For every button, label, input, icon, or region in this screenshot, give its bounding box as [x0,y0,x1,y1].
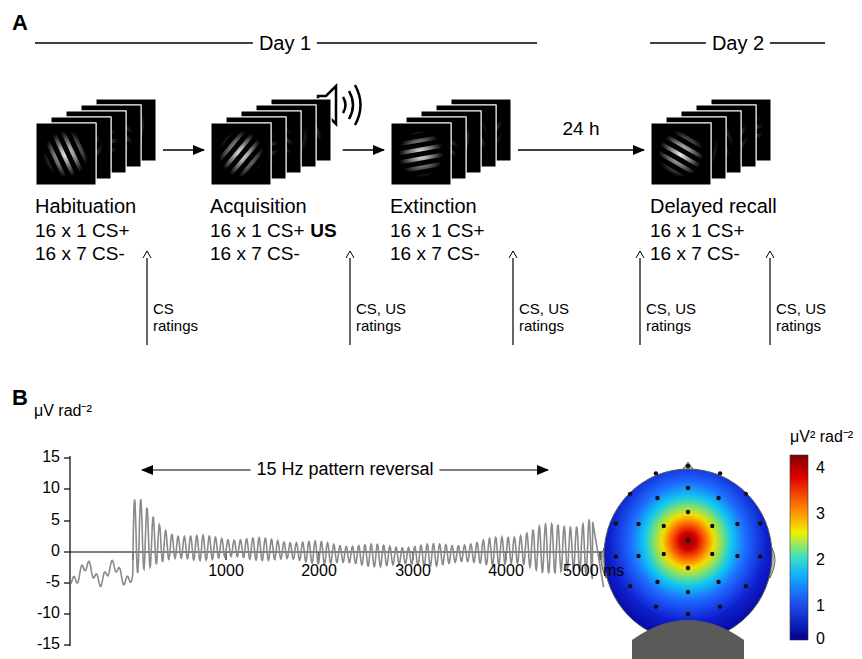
phase-node: Acquisition 16 x 1 CS+US 16 x 7 CS- [210,98,337,265]
label: CS, US ratings [356,300,418,335]
label: 15 Hz pattern reversal [250,459,439,480]
stimulus-stack [35,98,157,190]
trial-count: 16 x 7 CS- [650,243,740,264]
label: CS, US ratings [519,300,581,335]
label: B [12,385,28,410]
label: A [12,10,28,35]
label: 4000 [488,562,524,580]
label: 2 [816,551,825,569]
phase-arrow [343,149,384,151]
stimulus-stack [390,98,512,190]
label: 10 [42,479,60,497]
phase-arrow [163,149,204,151]
trial-count: 16 x 1 CS+ [390,220,485,241]
phase-name: Acquisition [210,195,307,217]
edge-label: 24 h [563,118,600,140]
phase-name: Extinction [390,195,477,217]
trial-count: 16 x 1 CS+ [35,220,130,241]
label: Day 2 [706,32,770,55]
phase-node: Delayed recall 16 x 1 CS+16 x 7 CS- [650,98,777,265]
trial-count: 16 x 1 CS+ [210,220,305,241]
phase-name: Habituation [35,195,136,217]
trial-count: US [310,220,336,241]
label: -15 [37,635,60,653]
label: 1000 [208,562,244,580]
trial-count: 16 x 7 CS- [35,243,125,264]
label: 0 [816,630,825,648]
label: CS, US ratings [646,300,708,335]
label: -10 [37,604,60,622]
label: 5 [51,511,60,529]
phase-node: Habituation 16 x 1 CS+16 x 7 CS- [35,98,157,265]
label: CS, US ratings [776,300,838,335]
label: 15 [42,448,60,466]
label: CS ratings [153,300,208,335]
label: Day 1 [253,32,317,55]
phase-arrow [518,149,644,151]
stimulus-stack [210,98,332,190]
trial-count: 16 x 7 CS- [390,243,480,264]
phase-name: Delayed recall [650,195,777,217]
label: 1 [816,597,825,615]
label: 3 [816,505,825,523]
label: 5000 ms [563,562,624,580]
label: -5 [46,573,60,591]
label: 0 [51,542,60,560]
label: 2000 [301,562,337,580]
label: μV rad⁻² [34,402,92,420]
trial-count: 16 x 7 CS- [210,243,300,264]
stimulus-stack [650,98,772,190]
phase-node: Extinction 16 x 1 CS+16 x 7 CS- [390,98,512,265]
label: μV² rad⁻² [790,428,853,446]
trial-count: 16 x 1 CS+ [650,220,745,241]
label: 4 [816,459,825,477]
label: 3000 [395,562,431,580]
